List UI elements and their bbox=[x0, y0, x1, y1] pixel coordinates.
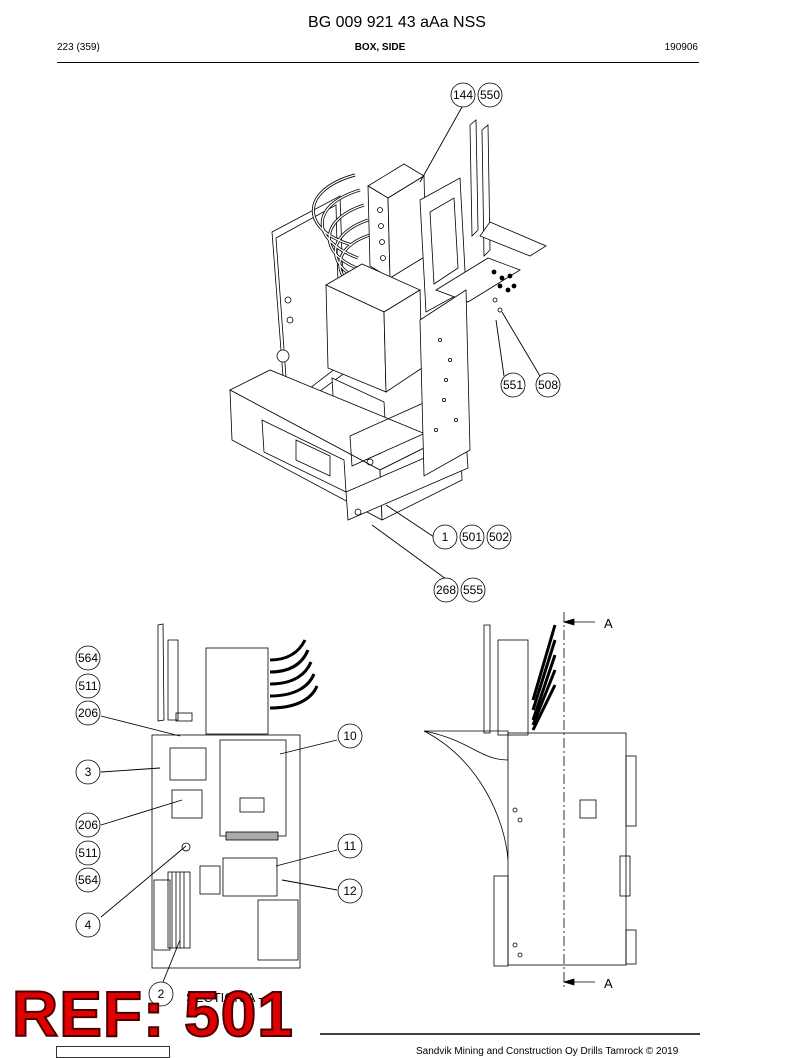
callout-label: 511 bbox=[78, 846, 97, 860]
callout-label: 4 bbox=[85, 918, 92, 932]
callout-3: 3 bbox=[75, 759, 101, 785]
top-leader-lines bbox=[371, 106, 541, 580]
callout-511-a: 511 bbox=[75, 673, 101, 699]
callout-206-a: 206 bbox=[75, 700, 101, 726]
section-mark-bottom: A bbox=[604, 976, 613, 991]
callout-508: 508 bbox=[535, 372, 561, 398]
callout-511-b: 511 bbox=[75, 840, 101, 866]
callout-551: 551 bbox=[500, 372, 526, 398]
callout-label: 555 bbox=[463, 583, 483, 597]
callout-10: 10 bbox=[337, 723, 363, 749]
footer-copyright: Sandvik Mining and Construction Oy Drill… bbox=[416, 1046, 679, 1057]
callout-label: 206 bbox=[78, 706, 98, 720]
isometric-assembly-view bbox=[229, 119, 547, 521]
page-number: 223 (359) bbox=[57, 42, 100, 53]
callout-label: 501 bbox=[462, 530, 482, 544]
callout-label: 502 bbox=[489, 530, 509, 544]
section-mark-top: A bbox=[604, 616, 613, 631]
callouts: 144 550 551 508 1 501 502 268 555 564 51… bbox=[75, 82, 561, 1007]
callout-label: 1 bbox=[442, 530, 449, 544]
callout-2: 2 bbox=[148, 981, 174, 1007]
callout-label: 268 bbox=[436, 583, 456, 597]
callout-4: 4 bbox=[75, 912, 101, 938]
callout-144: 144 bbox=[450, 82, 476, 108]
callout-label: 564 bbox=[78, 873, 98, 887]
callout-502: 502 bbox=[486, 524, 512, 550]
ref-stamp: REF: 501 bbox=[11, 978, 294, 1050]
section-label: SECTION A - A bbox=[186, 990, 274, 1005]
callout-label: 550 bbox=[480, 88, 500, 102]
callout-501: 501 bbox=[459, 524, 485, 550]
callout-label: 206 bbox=[78, 818, 98, 832]
callout-12: 12 bbox=[337, 878, 363, 904]
section-view bbox=[151, 623, 319, 969]
callout-label: 564 bbox=[78, 651, 98, 665]
document-title: BG 009 921 43 aAa NSS bbox=[308, 14, 486, 31]
section-leader-lines bbox=[100, 715, 338, 983]
callout-564-a: 564 bbox=[75, 645, 101, 671]
callout-555: 555 bbox=[460, 577, 486, 603]
callout-label: 12 bbox=[343, 884, 357, 898]
callout-label: 3 bbox=[85, 765, 92, 779]
callout-label: 144 bbox=[453, 88, 473, 102]
header-rule bbox=[57, 62, 699, 63]
callout-564-b: 564 bbox=[75, 867, 101, 893]
callout-label: 508 bbox=[538, 378, 558, 392]
document-date: 190906 bbox=[664, 42, 698, 53]
callout-206-b: 206 bbox=[75, 812, 101, 838]
sandvik-logo bbox=[56, 1046, 170, 1058]
callout-label: 10 bbox=[343, 729, 357, 743]
callout-268: 268 bbox=[433, 577, 459, 603]
callout-label: 2 bbox=[158, 987, 165, 1001]
callout-label: 11 bbox=[344, 839, 357, 853]
callout-label: 511 bbox=[78, 679, 97, 693]
callout-1: 1 bbox=[432, 524, 458, 550]
callout-11: 11 bbox=[337, 833, 363, 859]
side-view bbox=[423, 612, 637, 990]
section-title: BOX, SIDE bbox=[354, 42, 406, 53]
callout-label: 551 bbox=[503, 378, 523, 392]
callout-550: 550 bbox=[477, 82, 503, 108]
